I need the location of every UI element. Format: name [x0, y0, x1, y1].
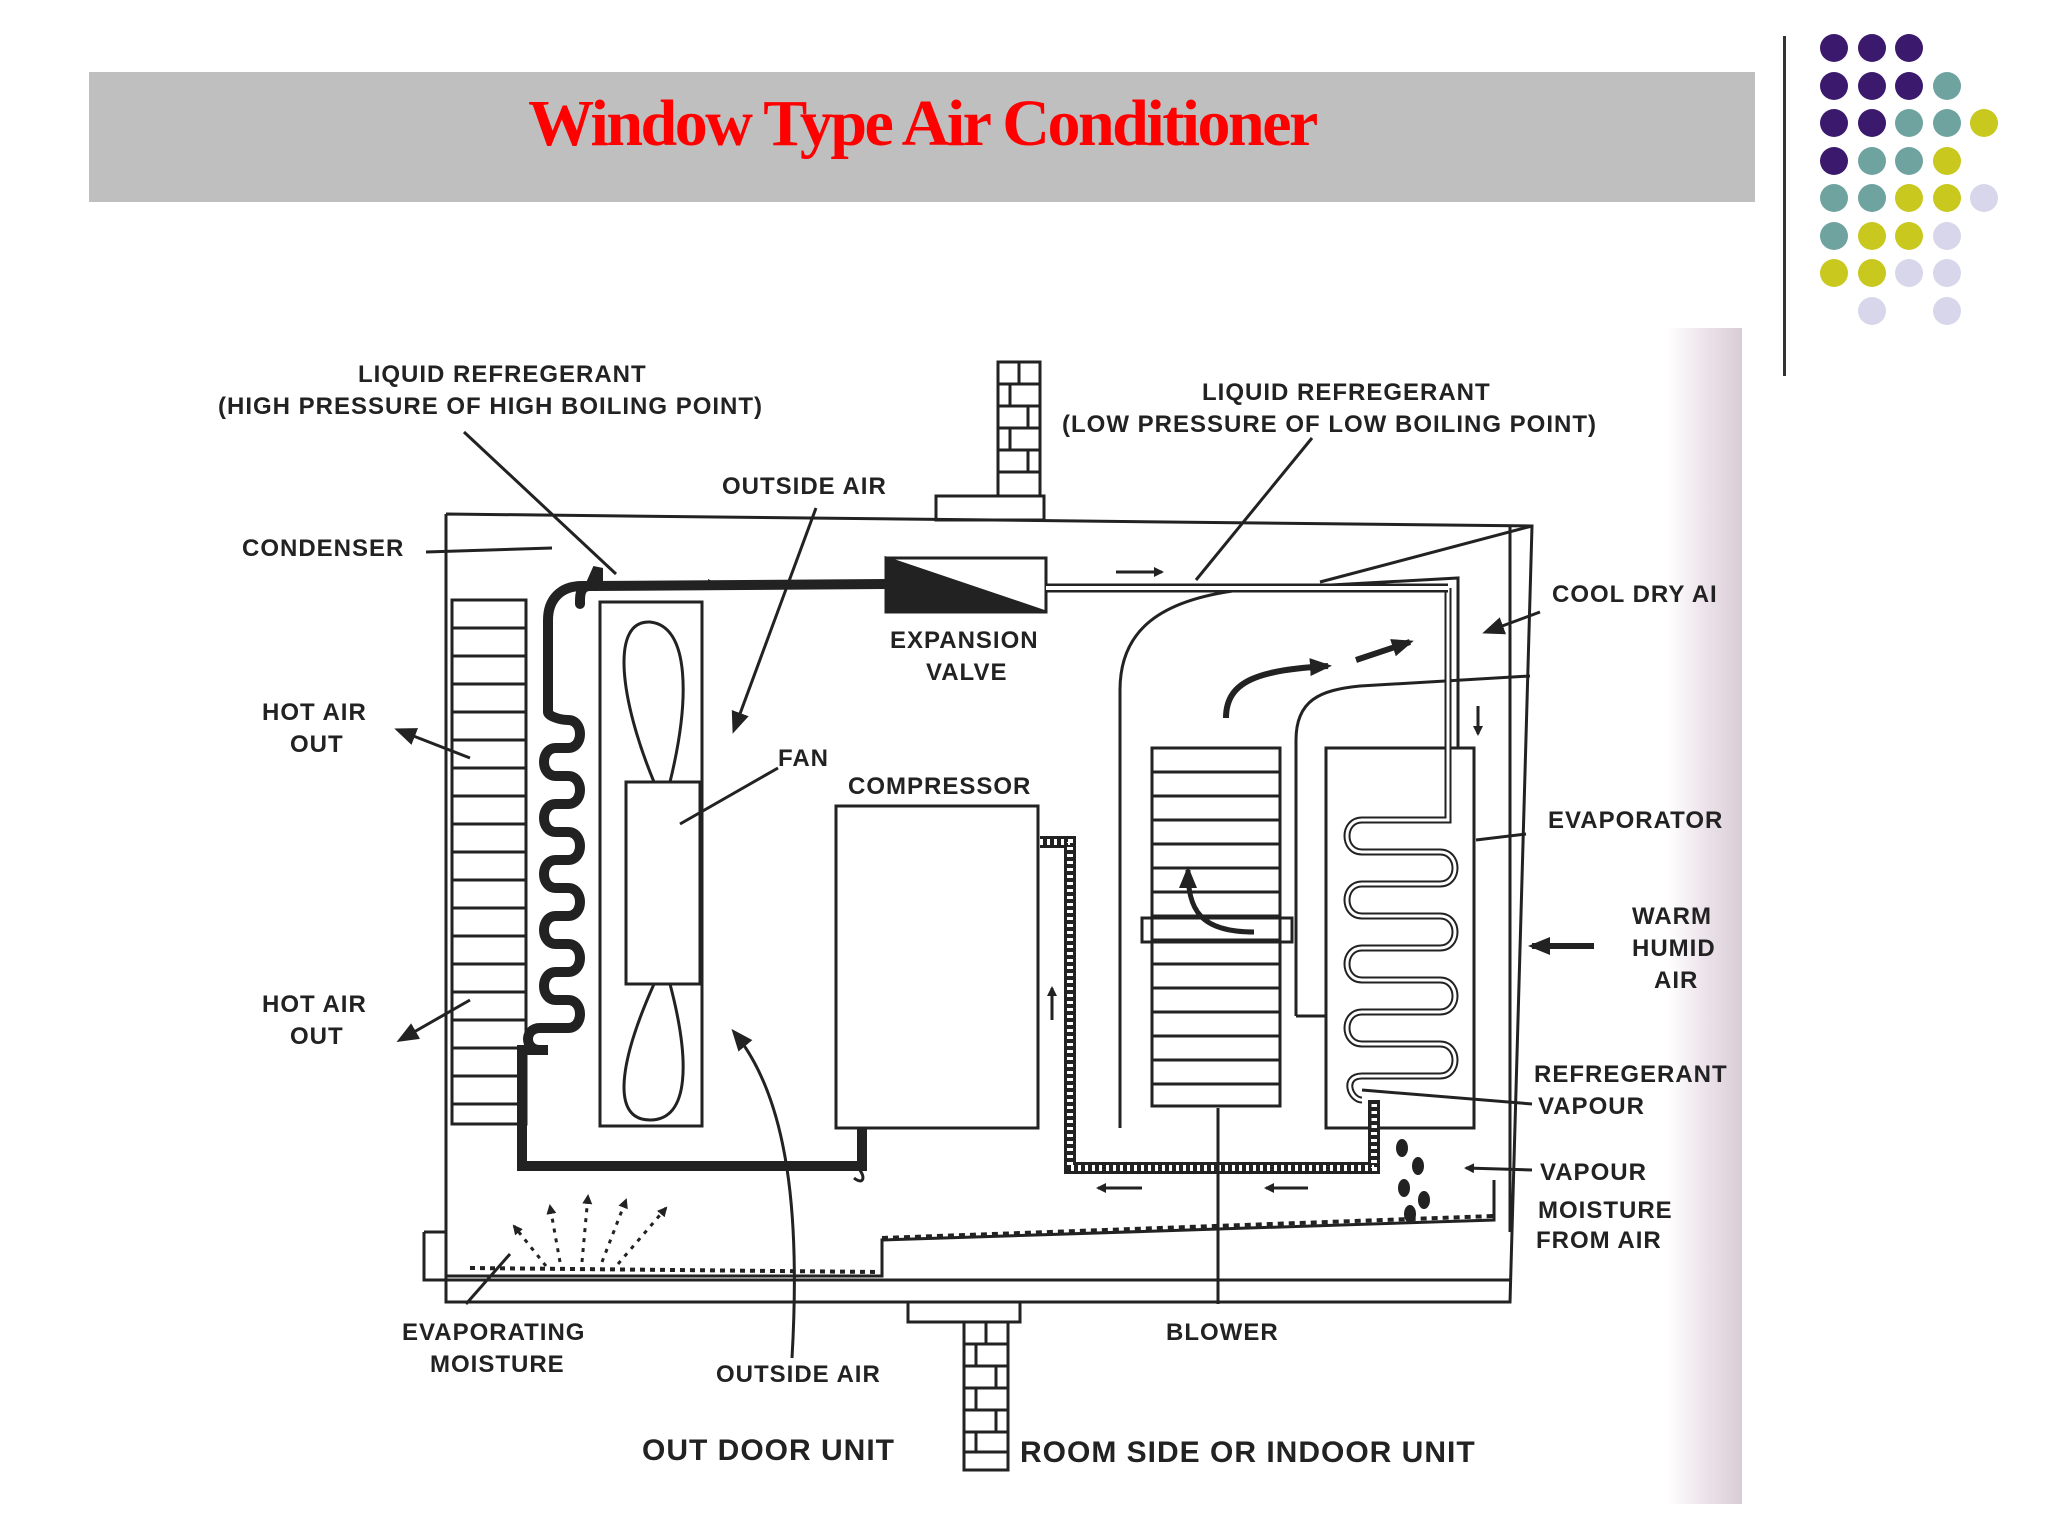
leader-liquid-low — [1194, 437, 1314, 581]
label-warm-3: AIR — [1654, 967, 1698, 994]
label-evap-moisture-2: MOISTURE — [430, 1351, 565, 1378]
label-outdoor-unit: OUT DOOR UNIT — [642, 1434, 895, 1467]
label-moisture-1: MOISTURE — [1538, 1197, 1673, 1224]
scan-edge-shading — [1668, 328, 1742, 1504]
water-droplets — [1396, 1139, 1430, 1223]
duct-top-line — [1319, 524, 1533, 584]
decorative-dot — [1932, 146, 1961, 175]
decorative-dot — [1820, 221, 1848, 250]
label-hot-air-1b: OUT — [290, 731, 344, 758]
vertical-divider — [1783, 36, 1786, 376]
label-expansion-1: EXPANSION — [890, 627, 1039, 654]
high-pressure-line — [575, 565, 891, 609]
decorative-dot — [1857, 259, 1886, 287]
decorative-dot — [1857, 146, 1886, 175]
decorative-dot — [1820, 184, 1848, 212]
leader-outside-air-bottom — [731, 1028, 796, 1359]
decorative-dot — [1820, 71, 1848, 100]
compressor — [834, 804, 1040, 1130]
label-refrig-vapour-2: VAPOUR — [1538, 1093, 1645, 1120]
label-liquid-high-1: LIQUID REFREGERANT — [358, 361, 647, 388]
label-hot-air-2a: HOT AIR — [262, 991, 367, 1018]
evaporator-coil — [1343, 588, 1459, 1104]
decorative-dot — [1932, 259, 1961, 287]
label-compressor: COMPRESSOR — [848, 773, 1031, 800]
label-blower: BLOWER — [1166, 1319, 1279, 1346]
label-condenser: CONDENSER — [242, 535, 404, 562]
condenser-tube — [517, 581, 867, 1171]
decorative-dot — [1857, 184, 1886, 212]
label-outside-air-top: OUTSIDE AIR — [722, 473, 887, 500]
decorative-dot — [1932, 71, 1961, 100]
leader-evap-moisture — [464, 1253, 512, 1305]
condenser-coil — [450, 598, 528, 1126]
evaporator — [1294, 746, 1476, 1130]
decorative-dot — [1970, 184, 1998, 212]
decorative-dot — [1932, 296, 1961, 325]
decorative-dot — [1857, 34, 1886, 62]
decorative-dot — [1895, 146, 1923, 175]
decorative-dot — [1820, 109, 1848, 137]
blower — [1140, 746, 1294, 1108]
decorative-dot — [1895, 259, 1923, 287]
label-refrig-vapour-1: REFREGERANT — [1534, 1061, 1728, 1088]
label-indoor-unit: ROOM SIDE OR INDOOR UNIT — [1020, 1436, 1476, 1469]
label-liquid-low-2: (LOW PRESSURE OF LOW BOILING POINT) — [1062, 411, 1597, 438]
leader-liquid-high — [462, 430, 618, 576]
decorative-dot — [1932, 109, 1961, 137]
wall-top — [934, 360, 1046, 522]
decorative-dot — [1895, 109, 1923, 137]
duct-inner — [1294, 674, 1531, 748]
label-vapour: VAPOUR — [1540, 1159, 1647, 1186]
leader-refrig-vapour — [1361, 1088, 1533, 1106]
label-outside-air-bottom: OUTSIDE AIR — [716, 1361, 881, 1388]
condenser-fan — [598, 600, 704, 1128]
label-fan: FAN — [778, 745, 829, 772]
label-hot-air-2b: OUT — [290, 1023, 344, 1050]
decorative-dot — [1932, 221, 1961, 250]
decorative-dot — [1895, 71, 1923, 100]
label-hot-air-1a: HOT AIR — [262, 699, 367, 726]
decorative-dot — [1820, 146, 1848, 175]
decorative-dot — [1857, 109, 1886, 137]
leader-outside-air-top — [731, 507, 818, 734]
hot-air-arrow-bottom — [396, 998, 471, 1042]
decorative-dot — [1895, 184, 1923, 212]
label-expansion-2: VALVE — [926, 659, 1007, 686]
label-warm-1: WARM — [1632, 903, 1712, 930]
label-cool-dry: COOL DRY AI — [1552, 581, 1718, 608]
expansion-valve — [884, 555, 1048, 614]
label-moisture-2: FROM AIR — [1536, 1227, 1662, 1254]
moisture-vapour-arrows — [512, 1194, 668, 1267]
label-liquid-high-2: (HIGH PRESSURE OF HIGH BOILING POINT) — [218, 393, 763, 420]
hot-air-arrow-top — [394, 728, 471, 760]
label-warm-2: HUMID — [1632, 935, 1716, 962]
label-evap-moisture-1: EVAPORATING — [402, 1319, 585, 1346]
leader-vapour — [1464, 1163, 1533, 1174]
suction-line — [1040, 836, 1380, 1174]
decorative-dot — [1857, 71, 1886, 100]
leader-evaporator — [1475, 832, 1527, 842]
label-liquid-low-1: LIQUID REFREGERANT — [1202, 379, 1491, 406]
cool-air-arrow — [1482, 610, 1541, 635]
drain-pan — [446, 1180, 1496, 1278]
slide-title: Window Type Air Conditioner — [528, 87, 1318, 160]
label-evaporator: EVAPORATOR — [1548, 807, 1723, 834]
leader-condenser — [425, 546, 553, 554]
decorative-dot — [1895, 221, 1923, 250]
title-bar: Window Type Air Conditioner — [89, 72, 1755, 202]
leader-fan — [679, 766, 779, 826]
decorative-dot — [1932, 184, 1961, 212]
decorative-dot — [1857, 296, 1886, 325]
decorative-dot — [1970, 109, 1998, 137]
wall-bottom — [906, 1300, 1022, 1472]
decorative-dot — [1857, 221, 1886, 250]
ac-housing — [422, 512, 1534, 1304]
decorative-dot — [1820, 259, 1848, 287]
decorative-dot — [1820, 34, 1848, 62]
decorative-dot — [1895, 34, 1923, 62]
